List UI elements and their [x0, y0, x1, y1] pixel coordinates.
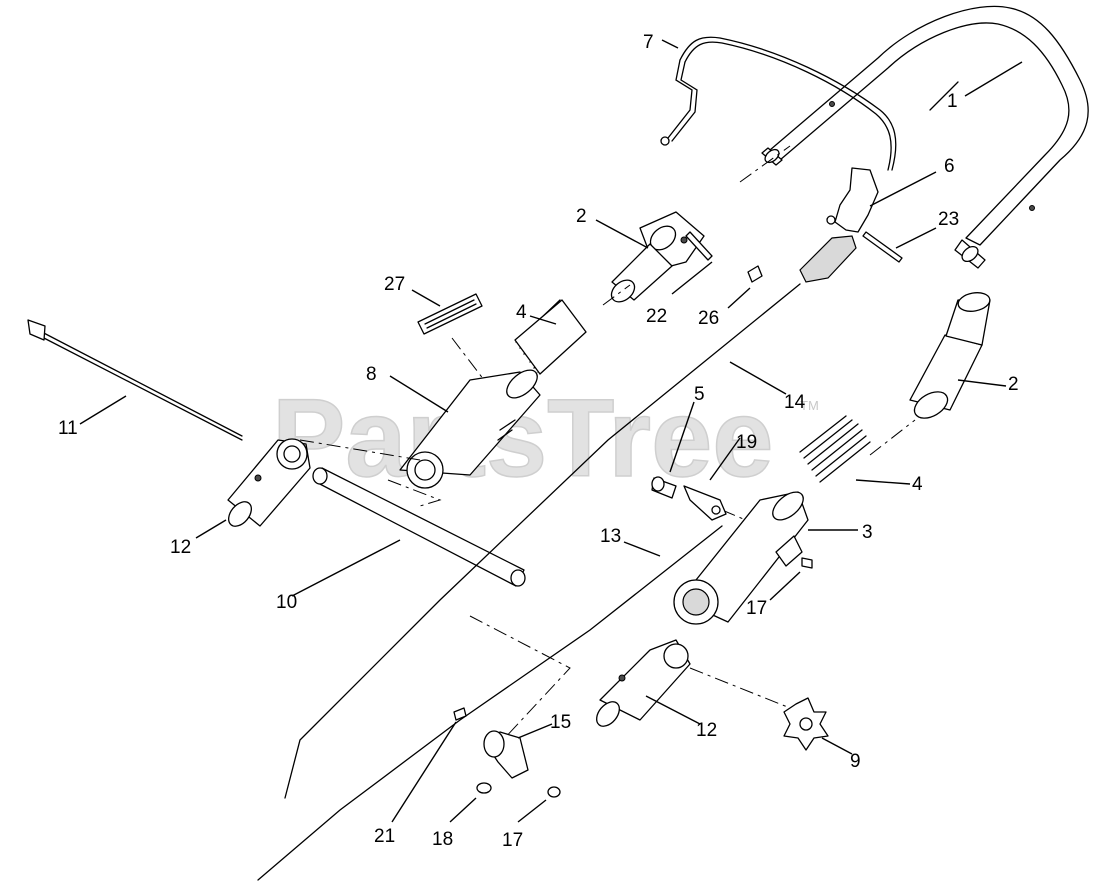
left-handle-tube-part: [399, 369, 541, 489]
callout-14: 14: [784, 392, 806, 413]
right-lower-tube-part: [673, 491, 809, 625]
callout-9: 9: [850, 751, 861, 772]
callout-15: 15: [550, 712, 571, 733]
leader-lines: [79, 39, 1023, 823]
cable-upper: [284, 283, 801, 799]
callout-1: 1: [947, 91, 958, 112]
tube-right-part: [909, 292, 991, 419]
callout-10: 10: [276, 592, 297, 613]
callout-11: 11: [58, 418, 78, 439]
rod-part: [27, 319, 243, 441]
callout-26: 26: [698, 308, 719, 329]
callout-8: 8: [366, 364, 377, 385]
callout-27: 27: [384, 274, 405, 295]
callout-19: 19: [736, 432, 757, 453]
callout-2a: 2: [576, 206, 587, 227]
cross-tube-part: [312, 467, 526, 587]
spring-right-part: [799, 415, 871, 483]
decal-part: [417, 293, 483, 335]
star-knob-part: [783, 697, 829, 751]
callout-4a: 4: [516, 302, 527, 323]
callout-2b: 2: [1008, 374, 1019, 395]
cable-lower: [257, 525, 723, 881]
callout-3: 3: [862, 522, 873, 543]
callout-13: 13: [600, 526, 621, 547]
lower-bracket-right-part: [596, 639, 691, 727]
callout-23: 23: [938, 209, 959, 230]
lower-bracket-left-part: [227, 438, 311, 527]
clip-part: [651, 476, 727, 521]
callout-21: 21: [374, 826, 395, 847]
cable-clamp-part: [453, 557, 813, 798]
callout-22: 22: [646, 306, 667, 327]
callout-12b: 12: [696, 720, 717, 741]
upper-handle-part: [761, 5, 1089, 269]
handle-bracket-part: [799, 167, 903, 283]
callout-labels: 1 7 6 23 2 22 26 27 4 8 14 2 11 5 19 4 3…: [58, 32, 1019, 851]
callout-5: 5: [694, 384, 705, 405]
callout-12a: 12: [170, 537, 191, 558]
spring-upper-part: [514, 299, 587, 375]
upper-tube-part: [610, 211, 763, 303]
assembly-lines: [299, 145, 916, 757]
callout-6: 6: [944, 156, 955, 177]
callout-18: 18: [432, 829, 453, 850]
watermark-tm: TM: [800, 398, 819, 413]
callout-17b: 17: [502, 830, 523, 851]
bail-part: [660, 36, 897, 171]
callout-4b: 4: [912, 474, 923, 495]
callout-7: 7: [643, 32, 654, 53]
callout-17a: 17: [746, 598, 767, 619]
